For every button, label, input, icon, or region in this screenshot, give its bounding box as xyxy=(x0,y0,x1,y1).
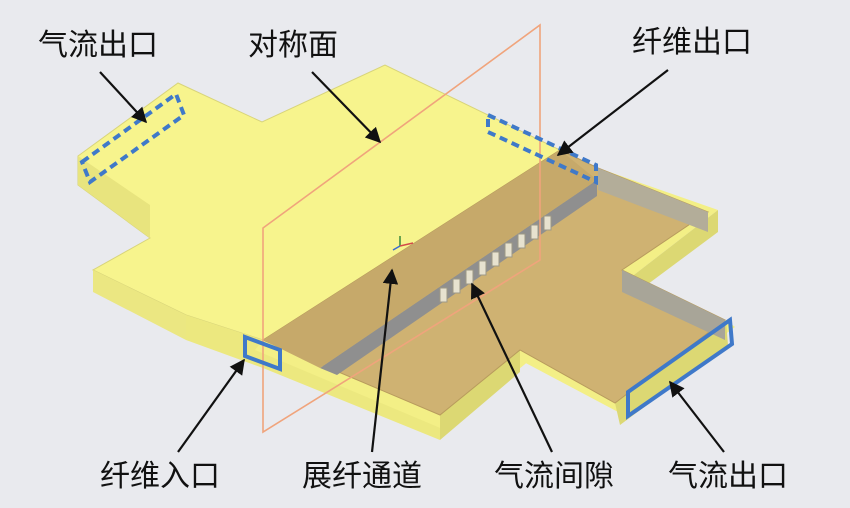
right-arm-inner-wall xyxy=(622,270,725,340)
arrow-airflow-gap xyxy=(471,282,553,453)
upper-inner-wall xyxy=(598,168,708,232)
labels: 气流出口 对称面 纤维出口 纤维入口 展纤通道 气流间隙 气流出口 xyxy=(38,25,788,494)
label-airflow-outlet-right: 气流出口 xyxy=(668,459,788,494)
label-fiber-inlet: 纤维入口 xyxy=(100,459,220,494)
arrow-fiber-outlet xyxy=(556,69,669,156)
arrow-spreading-channel xyxy=(370,268,399,453)
arrow-airflow-outlet-right xyxy=(669,380,725,453)
channel-wall xyxy=(320,180,597,375)
fiber-inlet-port xyxy=(243,334,282,372)
cut-section xyxy=(261,149,726,416)
solid-front-step-face xyxy=(93,270,186,340)
arrow-symmetry-plane xyxy=(311,71,382,144)
airflow-gap-slots xyxy=(439,215,552,303)
label-airflow-gap: 气流间隙 xyxy=(494,459,614,494)
spreading-channel-floor xyxy=(263,150,597,368)
solid-left-side-face xyxy=(78,156,150,238)
label-fiber-outlet: 纤维出口 xyxy=(632,25,752,60)
right-upper-frame-side xyxy=(630,210,718,290)
leader-arrows xyxy=(99,69,725,453)
arrow-fiber-inlet xyxy=(177,358,245,453)
axis-marker xyxy=(392,236,414,251)
airflow-outlet-left-port xyxy=(79,90,187,186)
arrow-airflow-outlet-left xyxy=(99,71,148,124)
right-upper-frame xyxy=(598,168,735,327)
label-symmetry-plane: 对称面 xyxy=(248,28,338,63)
right-arm-frame-side xyxy=(615,320,728,425)
section-front-wall-side xyxy=(440,350,520,440)
label-airflow-outlet-left: 气流出口 xyxy=(38,28,158,63)
airflow-outlet-right-port xyxy=(626,316,735,420)
label-spreading-channel: 展纤通道 xyxy=(302,459,422,494)
